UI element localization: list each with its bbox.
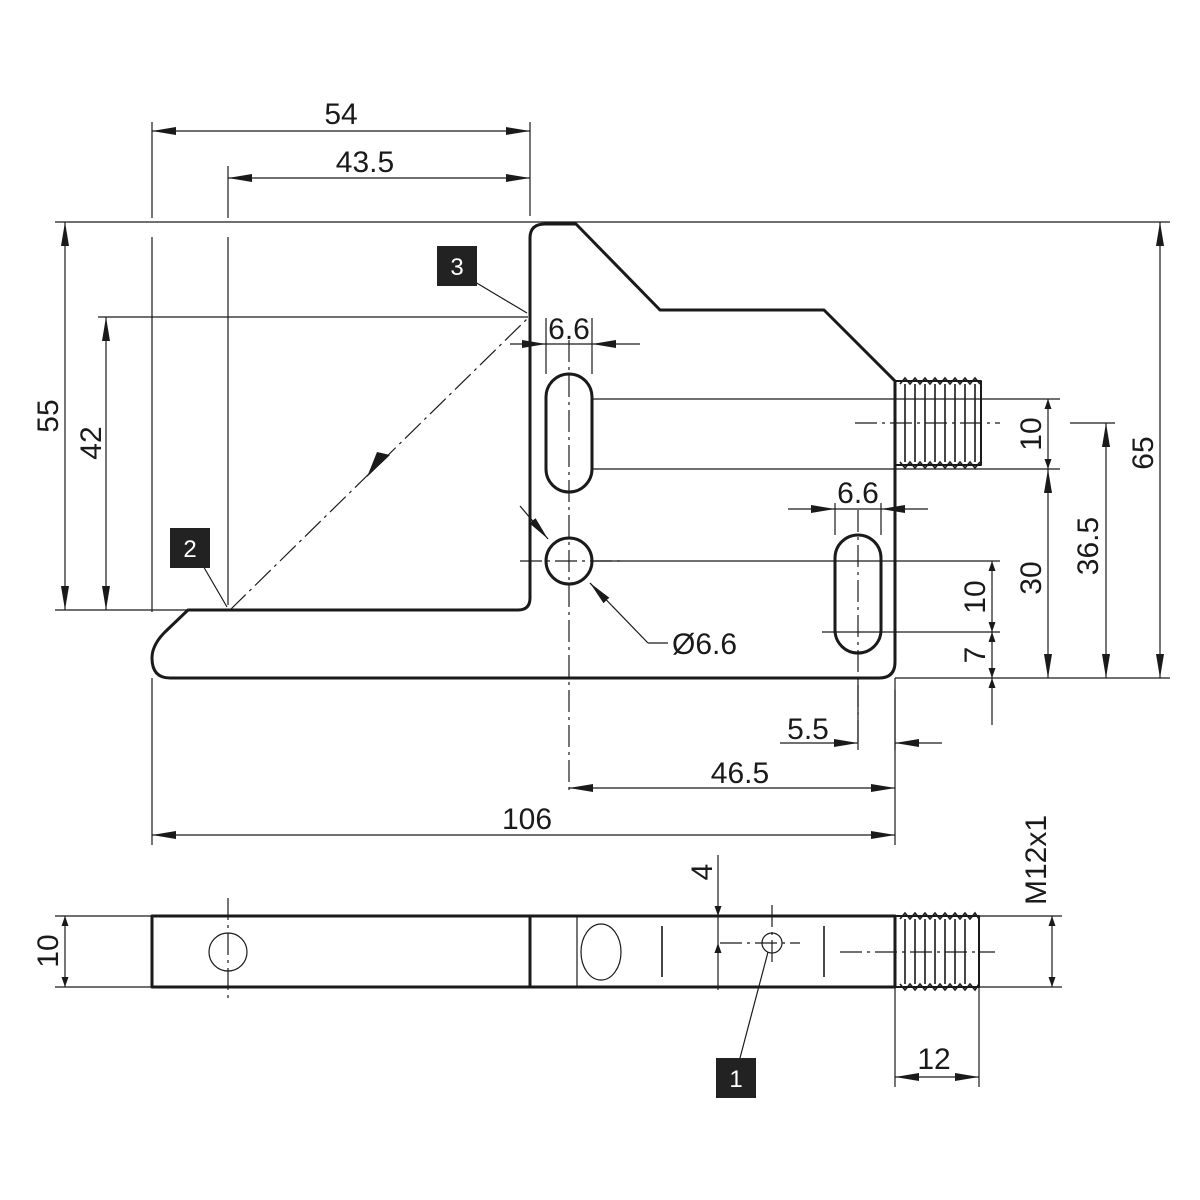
side-lens (580, 923, 622, 981)
dim-65: 65 (1127, 436, 1160, 469)
side-m12-connector (894, 911, 980, 992)
dim-7: 7 (959, 647, 992, 664)
dim-106: 106 (502, 803, 552, 836)
dim-55: 55 (32, 399, 65, 432)
dim-46-5: 46.5 (711, 757, 769, 790)
dim-54: 54 (324, 98, 357, 131)
dim-hole-diameter: Ø6.6 (672, 628, 737, 661)
front-view (150, 222, 1000, 790)
side-view (150, 898, 995, 1000)
dim-slot-width-upper: 6.6 (548, 313, 590, 346)
dim-slot-length-upper: 10 (1015, 417, 1048, 450)
dim-slot-width-right: 6.6 (837, 477, 879, 510)
side-housing (150, 914, 897, 989)
dim-thickness-10: 10 (32, 934, 65, 967)
callout-2-label: 2 (183, 536, 196, 563)
dim-36-5: 36.5 (1072, 517, 1105, 575)
dim-depth-4: 4 (686, 864, 719, 881)
dim-30: 30 (1015, 561, 1048, 594)
callout-3-box (437, 246, 477, 286)
callout-1-label: 1 (729, 1066, 742, 1093)
dim-slot-length-right: 10 (959, 580, 992, 613)
dim-42: 42 (75, 426, 108, 459)
dim-5-5: 5.5 (787, 713, 829, 746)
side-dimensions: 10 4 M12x1 12 1 (32, 815, 1062, 1098)
housing-outline (150, 222, 897, 680)
dim-thread-length-12: 12 (917, 1043, 950, 1076)
callout-2-box (170, 528, 210, 568)
front-dimensions: 54 43.5 55 42 65 36.5 30 10 10 7 (32, 98, 1170, 845)
callout-1-box (716, 1058, 756, 1098)
dim-43-5: 43.5 (336, 146, 394, 179)
callout-3-label: 3 (450, 254, 463, 281)
thread-spec: M12x1 (1020, 815, 1053, 905)
